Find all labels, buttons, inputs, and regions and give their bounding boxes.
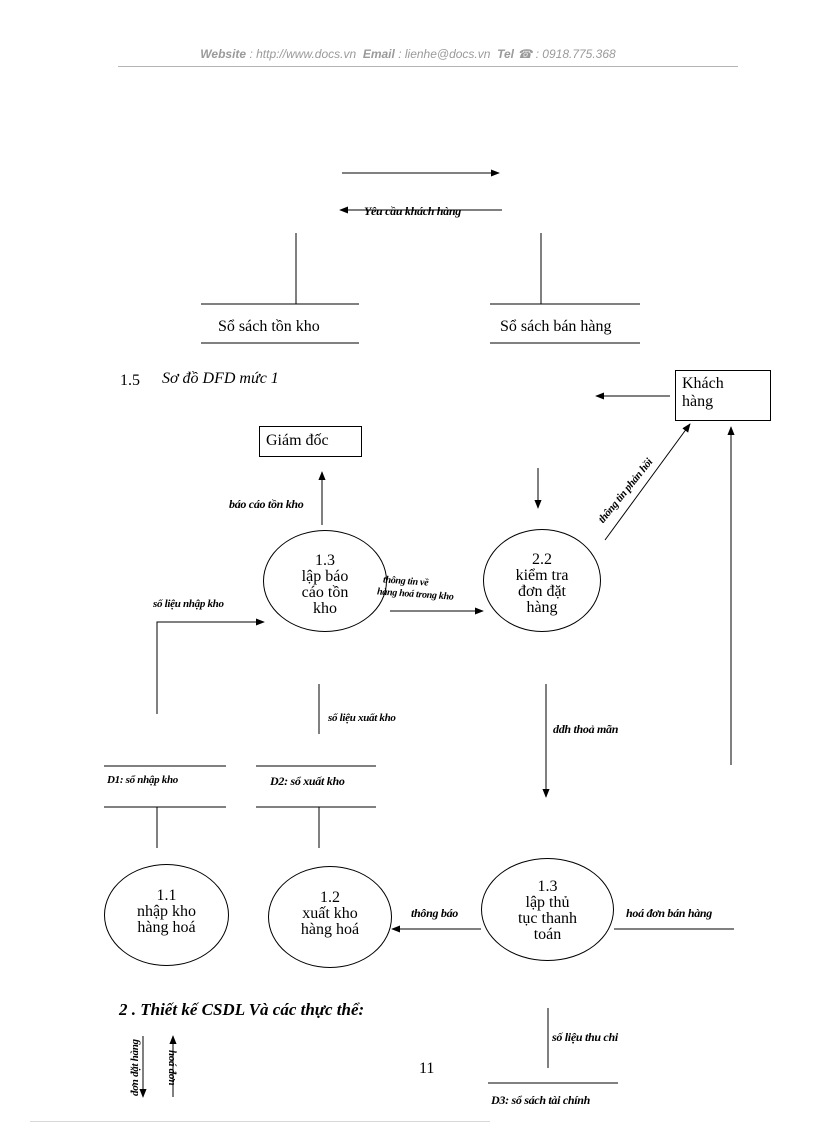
- process-1-1-import-line1: nhập kho: [136, 903, 197, 920]
- section-title: Sơ đồ DFD mức 1: [162, 370, 279, 387]
- website-value: : http://www.docs.vn: [249, 47, 357, 61]
- email-value: : lienhe@docs.vn: [398, 47, 491, 61]
- section-number: 1.5: [120, 372, 140, 389]
- order-ok-label: ddh thoả mãn: [553, 722, 619, 736]
- header-divider: [118, 66, 738, 67]
- process-1-3-report-line3: kho: [313, 600, 337, 617]
- process-1-3-payment-line2: tục thanh: [517, 910, 578, 927]
- invoice-label: hoá đơn bán hàng: [626, 906, 713, 920]
- process-1-2-export-line1: xuất kho: [302, 905, 358, 922]
- process-2-2-check-line2: đơn đặt: [517, 583, 566, 600]
- process-1-2-export-line2: hàng hoá: [300, 921, 360, 938]
- page-header: Website : http://www.docs.vn Email : lie…: [0, 47, 816, 61]
- process-1-3-report: 1.3 lập báo cáo tồn kho: [263, 530, 387, 632]
- process-1-2-export-id: 1.2: [320, 889, 340, 906]
- store-d2-label: D2: sổ xuất kho: [270, 774, 345, 788]
- tel-value: ☎ : 0918.775.368: [517, 47, 616, 61]
- process-1-1-import-line2: hàng hoá: [137, 919, 196, 936]
- process-1-3-payment-line3: toán: [533, 926, 562, 943]
- store-d3-label: D3: sổ sách tài chính: [491, 1093, 591, 1107]
- finance-data-label: số liệu thu chi: [552, 1030, 618, 1044]
- process-1-3-report-line1: lập báo: [301, 568, 349, 585]
- export-data-label: số liệu xuất kho: [328, 712, 396, 724]
- section-2-heading: 2 . Thiết kế CSDL Và các thực thể:: [119, 1000, 365, 1019]
- import-data-arrow: [156, 618, 265, 714]
- report-label: báo cáo tồn kho: [229, 497, 304, 511]
- entity-director-label: Giám đốc: [266, 432, 329, 449]
- process-1-3-report-id: 1.3: [315, 552, 335, 569]
- entity-customer-line2: hàng: [682, 393, 714, 410]
- flow-request-label: Yêu cầu khách hàng: [364, 204, 461, 218]
- footer-divider: [30, 1121, 490, 1122]
- process-1-1-import-id: 1.1: [156, 887, 177, 904]
- entity-customer: Khách hàng: [675, 370, 771, 421]
- website-label: Website: [200, 47, 247, 61]
- process-2-2-check-line1: kiểm tra: [515, 567, 569, 584]
- page-number: 11: [419, 1060, 435, 1077]
- process-2-2-check-id: 2.2: [532, 551, 552, 568]
- order-label: đơn đặt hàng: [129, 1039, 141, 1096]
- process-2-2-check-line3: hàng: [526, 599, 558, 616]
- process-1-3-payment-id: 1.3: [537, 878, 558, 895]
- import-data-label: số liệu nhập kho: [153, 598, 224, 610]
- process-2-2-check: 2.2 kiểm tra đơn đặt hàng: [483, 529, 601, 632]
- feedback-arrow: [604, 423, 691, 541]
- store-sales-label: Sổ sách bán hàng: [500, 318, 612, 335]
- store-d1-label: D1: sổ nhập kho: [107, 774, 178, 786]
- process-1-3-payment: 1.3 lập thủ tục thanh toán: [481, 858, 614, 961]
- process-1-2-export: 1.2 xuất kho hàng hoá: [268, 866, 392, 968]
- store-inventory-label: Sổ sách tồn kho: [218, 318, 320, 335]
- entity-director: Giám đốc: [259, 426, 362, 457]
- process-1-3-payment-line1: lập thủ: [525, 894, 570, 911]
- entity-customer-line1: Khách: [682, 375, 724, 392]
- notice-label: thông báo: [411, 906, 458, 920]
- bill-label: hoá đơn: [166, 1050, 178, 1086]
- process-1-1-import: 1.1 nhập kho hàng hoá: [104, 864, 229, 966]
- tel-label: Tel: [497, 47, 514, 61]
- process-1-3-report-line2: cáo tồn: [301, 584, 349, 601]
- email-label: Email: [362, 47, 395, 61]
